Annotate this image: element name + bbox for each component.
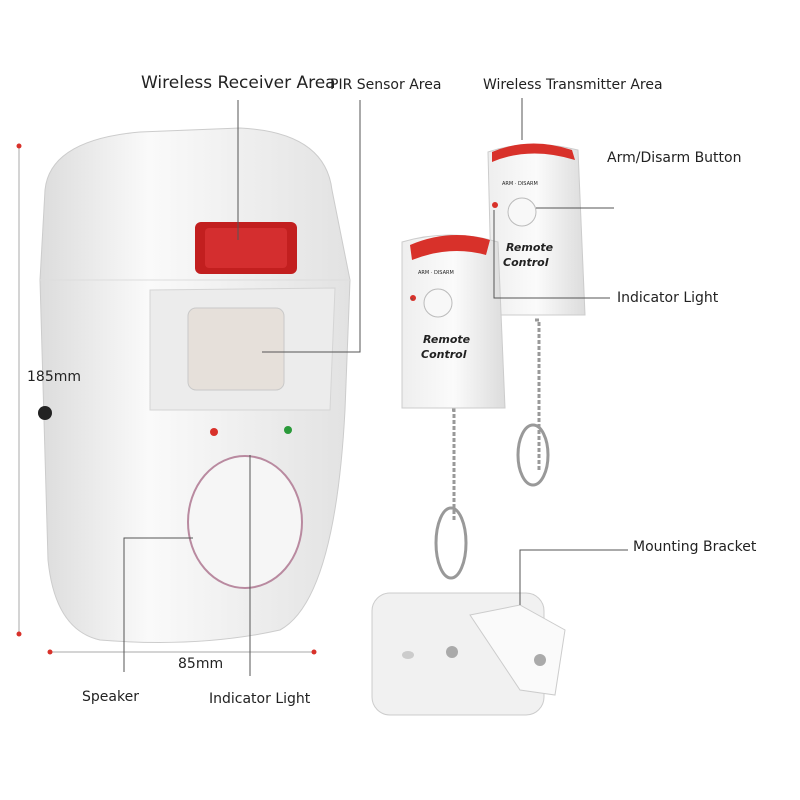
remote-control-back bbox=[487, 143, 586, 487]
red-led-icon bbox=[210, 428, 218, 436]
label-pir-sensor: PIR Sensor Area bbox=[330, 77, 442, 93]
remote-front-text-2: Control bbox=[421, 348, 467, 361]
label-arm-disarm: Arm/Disarm Button bbox=[607, 150, 742, 166]
label-width: 85mm bbox=[178, 656, 224, 672]
label-mounting-bracket: Mounting Bracket bbox=[633, 539, 757, 555]
label-wireless-transmitter: Wireless Transmitter Area bbox=[483, 77, 663, 93]
remote-control-front bbox=[401, 234, 506, 580]
label-speaker: Speaker bbox=[82, 689, 139, 705]
label-indicator-light-remote: Indicator Light bbox=[617, 290, 719, 306]
remote-back-text-1: Remote bbox=[506, 241, 554, 254]
leader-lines bbox=[123, 98, 628, 676]
remote-front-small-text: ARM · DISARM bbox=[418, 270, 454, 276]
remote-back-small-text: ARM · DISARM bbox=[502, 181, 538, 187]
label-indicator-light-main: Indicator Light bbox=[209, 691, 311, 707]
alarm-main-unit bbox=[38, 127, 351, 643]
green-led-icon bbox=[284, 426, 292, 434]
label-wireless-receiver: Wireless Receiver Area bbox=[141, 73, 336, 93]
mounting-bracket bbox=[371, 592, 566, 716]
speaker-icon bbox=[187, 455, 303, 589]
label-height: 185mm bbox=[27, 369, 81, 385]
remote-front-text-1: Remote bbox=[423, 333, 471, 346]
remote-back-text-2: Control bbox=[503, 256, 549, 269]
